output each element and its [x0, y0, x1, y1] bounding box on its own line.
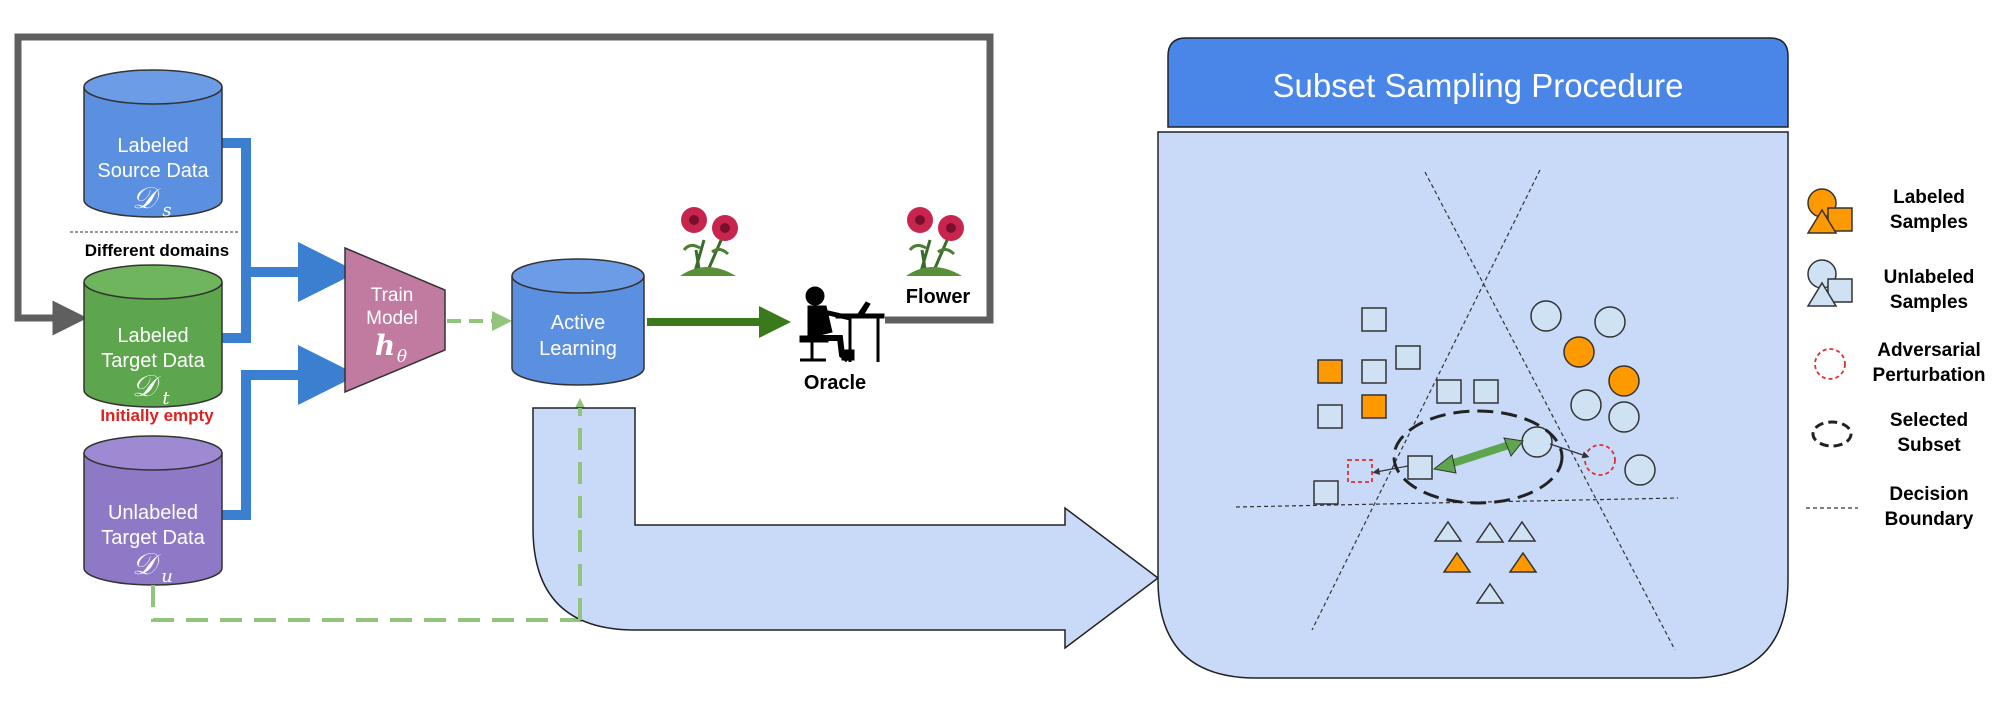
active-db-line1: Active: [551, 312, 605, 334]
adversarial-square: [1347, 459, 1373, 483]
target-db-subscript: t: [162, 388, 170, 409]
target-db-line1: Labeled: [117, 325, 188, 347]
legend-selected-line2: Subset: [1897, 435, 1961, 456]
source-db-line2: Source Data: [97, 160, 209, 182]
sample-points: [1313, 300, 1656, 604]
unlabeled-target-database: [83, 435, 223, 586]
perturbation-arrow-left: [1372, 465, 1409, 475]
unlabeled-db-subscript: u: [161, 566, 173, 587]
unlabeled-samples-icon: [1806, 259, 1853, 307]
flower-icon-right: [906, 207, 964, 276]
decision-boundary-left: [1311, 169, 1541, 631]
oracle-person-icon: [799, 286, 885, 363]
flower-label: Flower: [906, 286, 971, 308]
legend-unlabeled-line2: Samples: [1890, 292, 1968, 313]
flower-icon-left: [680, 207, 738, 276]
selected-subset-ellipse: [1392, 409, 1564, 505]
different-domains-label: Different domains: [85, 241, 230, 260]
initially-empty-label: Initially empty: [100, 406, 214, 425]
panel-body: [1157, 131, 1789, 679]
adversarial-perturbation-icon: [1814, 348, 1846, 380]
legend-adversarial-line1: Adversarial: [1877, 340, 1981, 361]
panel-title: Subset Sampling Procedure: [1273, 67, 1684, 104]
unlabeled-db-line1: Unlabeled: [108, 502, 198, 524]
active-to-panel-big-arrow: [532, 407, 1160, 650]
labeled-source-database: [83, 69, 223, 218]
model-line2: Model: [366, 308, 418, 329]
feedback-loop-arrow: [14, 33, 994, 336]
legend-unlabeled-line1: Unlabeled: [1884, 267, 1975, 288]
model-subscript: θ: [397, 347, 407, 367]
active-db-line2: Learning: [539, 338, 617, 360]
source-to-model-arrow: [222, 138, 358, 302]
panel-header: [1167, 37, 1789, 128]
model-symbol: h: [375, 329, 395, 362]
labeled-target-database: [83, 264, 223, 408]
unlabeled-db-line2: Target Data: [101, 527, 205, 549]
decision-boundary-horizontal: [1235, 497, 1679, 508]
distance-double-arrow: [1432, 437, 1524, 474]
source-db-subscript: s: [162, 200, 171, 221]
oracle-label: Oracle: [804, 372, 866, 394]
unlabeled-to-active-dashed-arrow: [151, 398, 590, 622]
legend-boundary-line2: Boundary: [1885, 509, 1974, 530]
legend-labeled-line2: Samples: [1890, 212, 1968, 233]
model-line1: Train: [371, 285, 414, 306]
target-to-model-arrow: [222, 272, 251, 343]
unlabeled-to-model-arrow: [222, 345, 358, 520]
legend-adversarial-line2: Perturbation: [1873, 365, 1986, 386]
legend-selected-line1: Selected: [1890, 410, 1968, 431]
train-model-block: [344, 246, 446, 394]
perturbation-arrow-right: [1549, 443, 1590, 459]
selected-subset-icon: [1811, 420, 1853, 448]
decision-boundary-right: [1424, 171, 1676, 651]
active-learning-database: [511, 258, 645, 386]
labeled-samples-icon: [1806, 188, 1853, 234]
source-db-line1: Labeled: [117, 135, 188, 157]
adversarial-circle: [1584, 444, 1616, 476]
target-db-line2: Target Data: [101, 350, 205, 372]
legend-labeled-line1: Labeled: [1893, 187, 1965, 208]
legend-boundary-line1: Decision: [1889, 484, 1968, 505]
